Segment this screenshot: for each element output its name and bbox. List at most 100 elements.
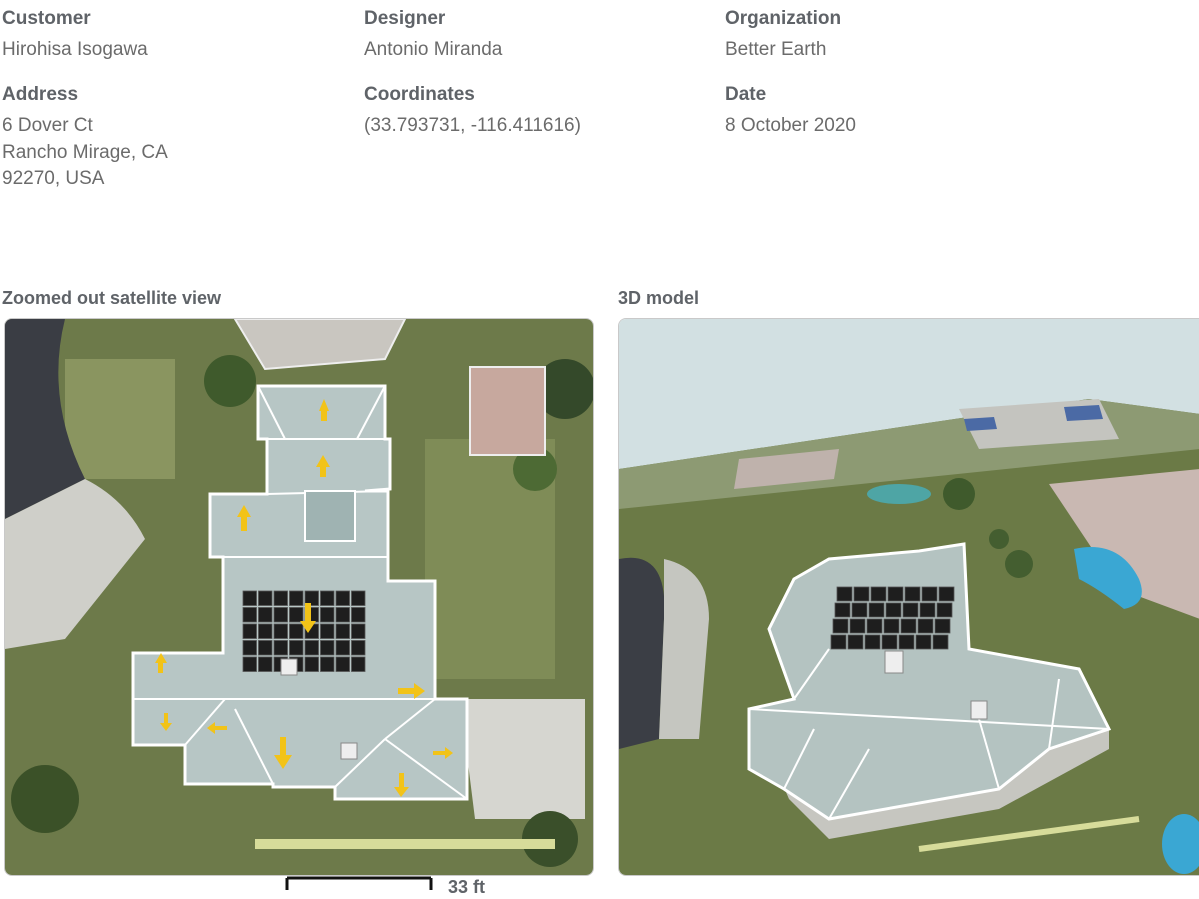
solar-panel xyxy=(289,607,304,623)
model3d-view[interactable] xyxy=(618,318,1199,876)
arrow-up-icon xyxy=(316,455,330,467)
arrow-down-icon xyxy=(394,787,409,797)
solar-panel xyxy=(881,634,898,650)
coordinates-field: Coordinates (33.793731, -116.411616) xyxy=(364,83,581,139)
solar-array xyxy=(830,586,955,650)
solar-panel xyxy=(320,656,335,672)
arrow-up-icon xyxy=(319,399,329,411)
arrow-down-icon xyxy=(274,755,292,769)
solar-panel xyxy=(289,640,304,656)
designer-field: Designer Antonio Miranda xyxy=(364,7,502,63)
hedge xyxy=(918,816,1140,852)
solar-panel xyxy=(258,656,273,672)
satellite-image xyxy=(5,319,593,875)
solar-panel xyxy=(273,590,288,606)
solar-panel xyxy=(870,586,887,602)
satellite-view[interactable] xyxy=(4,318,594,876)
pool xyxy=(1162,814,1199,874)
solar-panel xyxy=(242,607,257,623)
solar-panel xyxy=(864,634,881,650)
sidewalk xyxy=(659,559,709,739)
address-label: Address xyxy=(2,84,79,105)
address-value: 6 Dover Ct Rancho Mirage, CA 92270, USA xyxy=(2,113,168,193)
solar-panel xyxy=(351,590,366,606)
solar-panel xyxy=(242,623,257,639)
solar-panel xyxy=(304,640,319,656)
solar-panel xyxy=(335,623,350,639)
date-value: 8 October 2020 xyxy=(725,115,856,136)
address-line-3: 92270, USA xyxy=(2,168,105,189)
address-line-2: Rancho Mirage, CA xyxy=(2,141,168,163)
designer-value: Antonio Miranda xyxy=(364,39,503,60)
tree xyxy=(11,765,79,833)
customer-field: Customer Hirohisa Isogawa xyxy=(2,7,148,63)
roof-vent xyxy=(340,742,358,760)
date-label: Date xyxy=(725,84,767,105)
solar-panel xyxy=(258,607,273,623)
solar-panel xyxy=(242,640,257,656)
arrow-up-icon xyxy=(158,663,163,673)
arrow-right-icon xyxy=(398,688,414,694)
arrow-right-icon xyxy=(433,751,445,755)
street xyxy=(619,557,665,749)
solar-panel xyxy=(900,618,917,634)
solar-panel xyxy=(887,586,904,602)
neighbor-house xyxy=(734,449,839,489)
solar-panel xyxy=(320,640,335,656)
solar-panel xyxy=(932,634,949,650)
solar-panel xyxy=(289,623,304,639)
solar-panel xyxy=(273,640,288,656)
hedge xyxy=(255,839,555,849)
pool xyxy=(1074,547,1142,609)
arrow-down-icon xyxy=(399,773,404,787)
neighbor-roof xyxy=(469,366,546,456)
solar-panel xyxy=(915,634,932,650)
solar-panel xyxy=(335,607,350,623)
coordinates-value: (33.793731, -116.411616) xyxy=(364,115,581,136)
solar-panel xyxy=(335,656,350,672)
arrow-up-icon xyxy=(155,653,167,663)
arrow-up-icon xyxy=(321,411,327,421)
solar-panel xyxy=(320,607,335,623)
tree xyxy=(513,447,557,491)
solar-panel xyxy=(885,602,902,618)
arrow-up-icon xyxy=(237,505,251,517)
solar-panel xyxy=(335,640,350,656)
designer-label: Designer xyxy=(364,8,446,29)
solar-panel xyxy=(836,586,853,602)
solar-panel xyxy=(335,590,350,606)
roof-vent xyxy=(884,650,904,674)
neighbor-roof xyxy=(233,319,407,371)
tree xyxy=(943,478,975,510)
solar-panel xyxy=(868,602,885,618)
solar-panel xyxy=(851,602,868,618)
solar-panel xyxy=(847,634,864,650)
solar-panel xyxy=(258,590,273,606)
customer-value: Hirohisa Isogawa xyxy=(2,39,148,60)
roof-ridges xyxy=(748,648,1110,820)
roof-direction-arrows xyxy=(155,399,453,797)
road xyxy=(5,319,85,519)
solar-panel xyxy=(273,607,288,623)
solar-panel xyxy=(919,602,936,618)
lawn-left xyxy=(65,359,175,479)
organization-label: Organization xyxy=(725,8,842,29)
solar-panel xyxy=(258,623,273,639)
solar-panel xyxy=(351,607,366,623)
arrow-up-icon xyxy=(241,517,247,531)
solar-panel xyxy=(258,640,273,656)
address-field: Address 6 Dover Ct Rancho Mirage, CA 922… xyxy=(2,83,168,193)
arrow-right-icon xyxy=(414,683,425,699)
coordinates-label: Coordinates xyxy=(364,84,475,105)
solar-panel xyxy=(936,602,953,618)
roof-vent xyxy=(970,700,988,720)
arrow-down-icon xyxy=(160,723,172,731)
neighbor-solar xyxy=(964,417,997,431)
address-line-1: 6 Dover Ct xyxy=(2,115,93,136)
date-field: Date 8 October 2020 xyxy=(725,83,856,139)
arrow-down-icon xyxy=(300,621,316,633)
solar-panel xyxy=(242,590,257,606)
solar-panel xyxy=(917,618,934,634)
arrow-down-icon xyxy=(164,713,168,723)
arrow-down-icon xyxy=(305,603,311,621)
